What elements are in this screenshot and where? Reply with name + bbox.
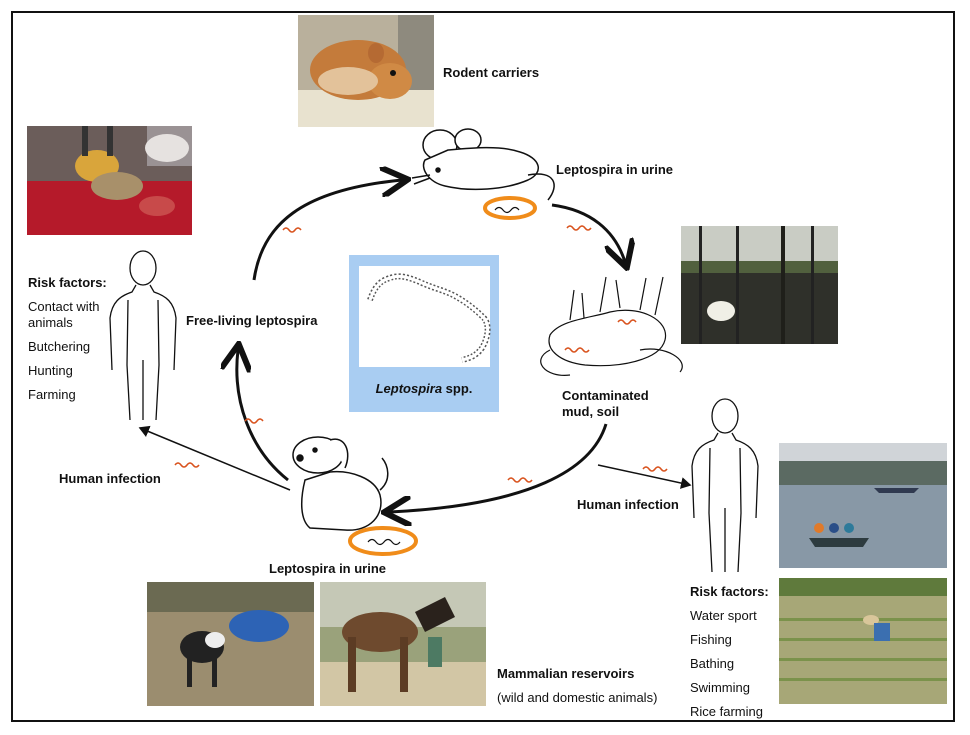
butchering-drawing: [27, 126, 192, 235]
leptospira-genus: Leptospira: [375, 381, 443, 396]
dog-drawing: [292, 436, 389, 531]
risk-right-item: Swimming: [690, 680, 750, 695]
horse-drawing: [320, 582, 486, 706]
water-sport-drawing: [779, 443, 947, 568]
arrow-dog-to-human: [138, 425, 291, 491]
spirochete-small: [282, 227, 302, 233]
spirochete-small: [244, 418, 264, 424]
arrow-mud-to-dog: [390, 423, 608, 512]
label-leptospira-urine-top: Leptospira in urine: [556, 162, 674, 177]
diagram-frame: [11, 11, 955, 722]
risk-right-item: Fishing: [690, 632, 732, 647]
water-sport-photo: [779, 443, 947, 568]
arrow-rodent-to-mud: [551, 203, 625, 262]
label-mammalian-reservoirs: Mammalian reservoirs: [497, 666, 635, 681]
label-contaminated: Contaminated mud, soil: [562, 388, 649, 420]
leptospira-spp: spp.: [442, 381, 473, 396]
spirochete-small: [642, 466, 668, 472]
risk-left-title: Risk factors:: [28, 275, 107, 290]
horse-photo: [320, 582, 486, 706]
rice-field-photo: [779, 578, 947, 704]
human-figure-right: [691, 398, 759, 573]
urine-highlight-rat: [483, 196, 537, 220]
risk-factors-right: Risk factors: Water sport Fishing Bathin…: [690, 584, 769, 728]
risk-left-item: Farming: [28, 387, 76, 402]
hamster-drawing: [298, 15, 434, 127]
goat-drawing: [147, 582, 314, 687]
pond-photo: [681, 226, 838, 344]
leptospira-caption: Leptospira spp.: [349, 381, 499, 396]
spirochete-mud: [617, 319, 637, 325]
label-leptospira-urine-bottom: Leptospira in urine: [269, 561, 387, 576]
hamster-photo: [298, 15, 434, 127]
label-contaminated-line2: mud, soil: [562, 404, 620, 419]
label-human-infection-right: Human infection: [577, 497, 679, 512]
rice-field-drawing: [779, 578, 947, 704]
risk-left-item: Butchering: [28, 339, 91, 354]
risk-factors-left: Risk factors: Contact with animals Butch…: [28, 275, 107, 411]
label-rodent-carriers: Rodent carriers: [443, 65, 540, 80]
risk-right-item: Water sport: [690, 608, 757, 623]
risk-left-item: Contact with: [28, 299, 100, 314]
butchering-photo: [27, 126, 192, 235]
risk-right-title: Risk factors:: [690, 584, 769, 599]
mud-drawing: [540, 276, 683, 376]
label-free-living: Free-living leptospira: [186, 313, 318, 328]
human-figure-left: [109, 250, 177, 421]
arrow-mud-to-human: [597, 464, 692, 489]
pond-drawing: [681, 226, 838, 344]
risk-left-item: Hunting: [28, 363, 73, 378]
label-human-infection-left: Human infection: [59, 471, 161, 486]
label-reservoirs-sub: (wild and domestic animals): [497, 690, 658, 705]
rat-drawing: [411, 128, 555, 201]
spirochete-large: [367, 273, 491, 363]
label-contaminated-line1: Contaminated: [562, 388, 649, 403]
spirochete-small: [174, 462, 200, 468]
spirochete-mud: [564, 347, 590, 353]
spirochete-small: [507, 477, 533, 483]
risk-left-item: animals: [28, 315, 73, 330]
risk-right-item: Rice farming: [690, 704, 763, 719]
urine-highlight-dog: [348, 526, 418, 556]
arrow-free-to-rodent: [252, 180, 402, 281]
arrow-dog-to-free: [237, 350, 289, 482]
risk-right-item: Bathing: [690, 656, 735, 671]
spirochete-small: [566, 225, 592, 231]
goat-photo: [147, 582, 314, 706]
